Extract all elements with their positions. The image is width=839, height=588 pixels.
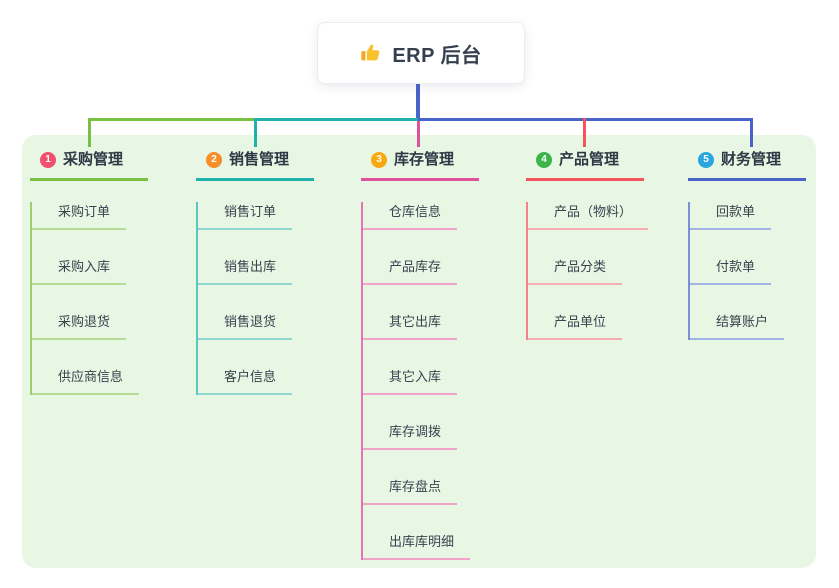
child-node: 其它入库 — [363, 367, 458, 395]
branches-background-panel — [22, 135, 816, 568]
child-node: 回款单 — [690, 202, 772, 230]
child-node: 销售退货 — [198, 312, 293, 340]
branch-label: 采购管理 — [63, 151, 124, 168]
child-node: 供应商信息 — [32, 367, 140, 395]
child-node: 采购订单 — [32, 202, 127, 230]
child-node: 销售订单 — [198, 202, 293, 230]
child-node: 产品库存 — [363, 257, 458, 285]
branch-number-badge: 3 — [371, 152, 387, 168]
branch-number: 5 — [703, 154, 709, 165]
branch-number: 2 — [211, 154, 217, 165]
root-node-label: ERP 后台 — [392, 44, 482, 67]
branch-title: 3 库存管理 — [361, 147, 479, 181]
branch-title: 5 财务管理 — [688, 147, 806, 181]
child-node: 库存调拨 — [363, 422, 458, 450]
connector-bus-segment — [88, 118, 254, 121]
branch-title: 4 产品管理 — [526, 147, 644, 181]
branch-children: 销售订单 销售出库 销售退货 客户信息 — [196, 202, 314, 395]
branch-number-badge: 5 — [698, 152, 714, 168]
child-node: 仓库信息 — [363, 202, 458, 230]
connector-bus-segment — [254, 118, 418, 121]
branch-column: 3 库存管理 仓库信息 产品库存 其它出库 其它入库 库存调拨 库存盘点 出库库… — [361, 147, 479, 560]
connector-branch-drop — [417, 121, 420, 147]
branch-column: 1 采购管理 采购订单 采购入库 采购退货 供应商信息 — [30, 147, 148, 395]
branch-title: 1 采购管理 — [30, 147, 148, 181]
branch-number: 3 — [376, 154, 382, 165]
child-node: 付款单 — [690, 257, 772, 285]
branch-label: 产品管理 — [559, 151, 620, 168]
branch-column: 4 产品管理 产品（物料） 产品分类 产品单位 — [526, 147, 649, 340]
child-node: 出库库明细 — [363, 532, 471, 560]
branch-column: 2 销售管理 销售订单 销售出库 销售退货 客户信息 — [196, 147, 314, 395]
child-node: 库存盘点 — [363, 477, 458, 505]
child-node: 产品分类 — [528, 257, 623, 285]
branch-number: 4 — [541, 154, 547, 165]
branch-label: 库存管理 — [394, 151, 455, 168]
branch-children: 采购订单 采购入库 采购退货 供应商信息 — [30, 202, 148, 395]
branch-children: 回款单 付款单 结算账户 — [688, 202, 806, 340]
branch-label: 财务管理 — [721, 151, 782, 168]
branch-number-badge: 1 — [40, 152, 56, 168]
child-node: 采购退货 — [32, 312, 127, 340]
child-node: 客户信息 — [198, 367, 293, 395]
child-node: 其它出库 — [363, 312, 458, 340]
child-node: 产品单位 — [528, 312, 623, 340]
branch-children: 仓库信息 产品库存 其它出库 其它入库 库存调拨 库存盘点 出库库明细 — [361, 202, 479, 560]
connector-branch-drop — [583, 118, 586, 147]
connector-branch-drop — [88, 118, 91, 147]
child-node: 结算账户 — [690, 312, 785, 340]
root-node-erp: ERP 后台 — [317, 22, 525, 84]
child-node: 销售出库 — [198, 257, 293, 285]
thumbs-up-icon — [360, 42, 382, 64]
child-node: 产品（物料） — [528, 202, 649, 230]
branch-number: 1 — [45, 154, 51, 165]
child-node: 采购入库 — [32, 257, 127, 285]
connector-branch-drop — [254, 118, 257, 147]
branch-children: 产品（物料） 产品分类 产品单位 — [526, 202, 649, 340]
connector-root-stem — [416, 82, 420, 119]
branch-number-badge: 4 — [536, 152, 552, 168]
branch-number-badge: 2 — [206, 152, 222, 168]
branch-label: 销售管理 — [229, 151, 290, 168]
branch-column: 5 财务管理 回款单 付款单 结算账户 — [688, 147, 806, 340]
connector-branch-drop — [750, 118, 753, 147]
branch-title: 2 销售管理 — [196, 147, 314, 181]
